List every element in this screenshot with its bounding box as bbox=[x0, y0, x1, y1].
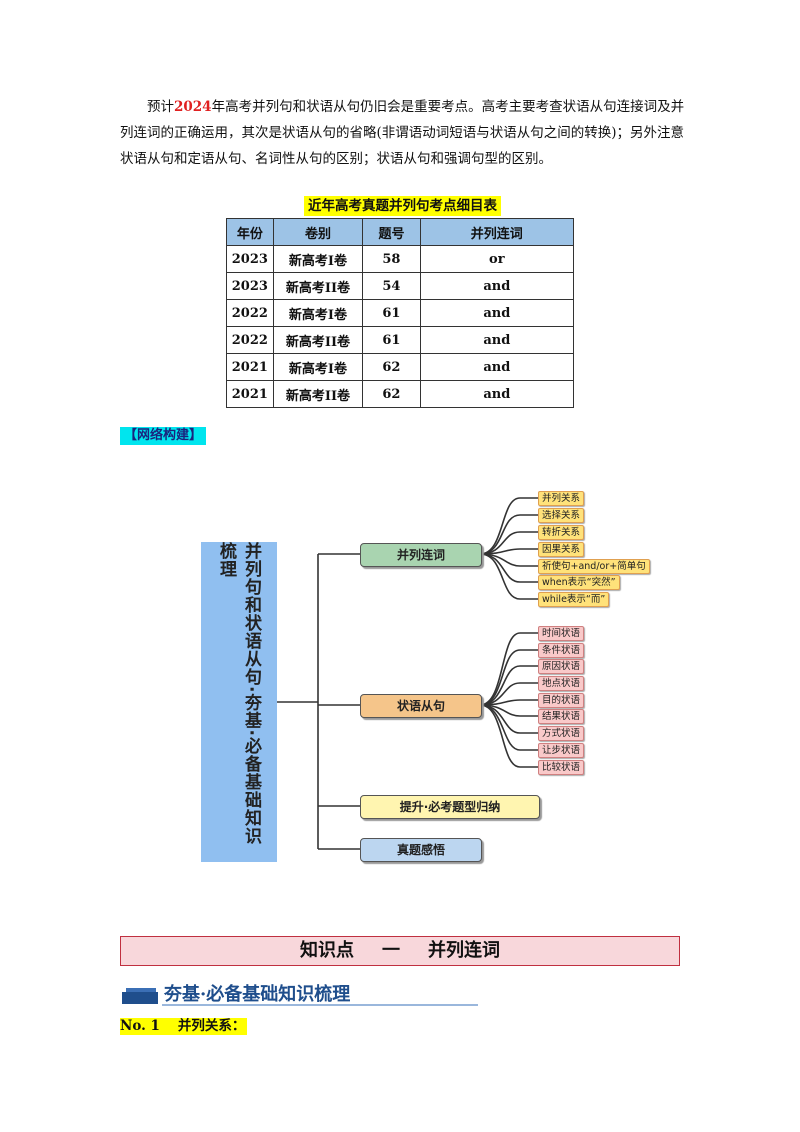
mindmap-branch-adverbial: 状语从句 bbox=[360, 694, 482, 718]
mindmap-leaf: 原因状语 bbox=[538, 659, 585, 674]
intro-paragraph: 预计2024年高考并列句和状语从句仍旧会是重要考点。高考主要考查状语从句连接词及… bbox=[120, 94, 686, 172]
table-header-conjunction: 并列连词 bbox=[419, 218, 575, 246]
mindmap-leaf: 结果状语 bbox=[538, 709, 585, 724]
mindmap-leaf: 因果关系 bbox=[538, 542, 585, 557]
table-cell: 新高考II卷 bbox=[272, 272, 364, 300]
mindmap-branch-exam-types: 提升·必考题型归纳 bbox=[360, 795, 540, 819]
table-cell: and bbox=[419, 272, 575, 300]
mindmap-leaf: 时间状语 bbox=[538, 626, 585, 641]
mindmap-leaf: 转折关系 bbox=[538, 525, 585, 540]
mindmap-leaf: when表示“突然” bbox=[538, 575, 620, 590]
mindmap-leaf: 让步状语 bbox=[538, 743, 585, 758]
subheading-underline bbox=[162, 1004, 478, 1006]
mindmap-leaf: 地点状语 bbox=[538, 676, 585, 691]
mindmap-root-label: 并列句和状语从句·夯基·必备基础知识梳理 bbox=[216, 542, 261, 845]
knowledge-point-banner: 知识点 一 并列连词 bbox=[120, 936, 680, 966]
table-cell: 新高考II卷 bbox=[272, 380, 364, 408]
network-tag: 【网络构建】 bbox=[120, 427, 207, 445]
mindmap-leaf: 方式状语 bbox=[538, 726, 585, 741]
no1-text: 并列关系： bbox=[177, 1018, 246, 1034]
banner-topic: 并列连词 bbox=[428, 940, 500, 961]
no1-label: No. 1 bbox=[120, 1018, 160, 1034]
table-cell: 62 bbox=[362, 380, 421, 408]
banner-number: 一 bbox=[382, 940, 400, 961]
table-header-row: 年份 卷别 题号 并列连词 bbox=[226, 218, 575, 246]
mindmap-leaf: 祈使句+and/or+简单句 bbox=[538, 559, 650, 574]
table-header-year: 年份 bbox=[226, 218, 274, 246]
mindmap-leaf: 并列关系 bbox=[538, 491, 585, 506]
mindmap-leaf: 目的状语 bbox=[538, 693, 585, 708]
banner-label: 知识点 bbox=[300, 940, 354, 961]
mindmap-leaf: 比较状语 bbox=[538, 760, 585, 775]
table-cell: 2022 bbox=[226, 326, 274, 354]
no1-heading: No. 1 并列关系： bbox=[120, 1018, 248, 1035]
subheading-text: 夯基·必备基础知识梳理 bbox=[164, 984, 351, 1005]
exam-table: 年份 卷别 题号 并列连词 2023 新高考I卷 58 or 2023 新高考I… bbox=[226, 218, 575, 408]
subheading-accent bbox=[126, 988, 156, 992]
table-cell: 新高考I卷 bbox=[272, 353, 364, 381]
table-row: 2023 新高考I卷 58 or bbox=[226, 245, 575, 273]
table-cell: 2023 bbox=[226, 245, 274, 273]
table-cell: 2021 bbox=[226, 380, 274, 408]
table-cell: or bbox=[419, 245, 575, 273]
table-cell: and bbox=[419, 299, 575, 327]
subheading: 夯基·必备基础知识梳理 bbox=[122, 978, 478, 1008]
table-row: 2021 新高考II卷 62 and bbox=[226, 380, 575, 408]
table-cell: 58 bbox=[362, 245, 421, 273]
intro-prefix: 预计 bbox=[147, 99, 174, 115]
table-cell: and bbox=[419, 380, 575, 408]
table-cell: and bbox=[419, 353, 575, 381]
table-cell: 2021 bbox=[226, 353, 274, 381]
table-cell: 54 bbox=[362, 272, 421, 300]
mindmap-leaf: 选择关系 bbox=[538, 508, 585, 523]
subheading-bar bbox=[122, 992, 158, 1004]
mindmap-branch-conjunction: 并列连词 bbox=[360, 543, 482, 567]
table-row: 2022 新高考I卷 61 and bbox=[226, 299, 575, 327]
table-row: 2023 新高考II卷 54 and bbox=[226, 272, 575, 300]
table-title: 近年高考真题并列句考点细目表 bbox=[304, 196, 501, 216]
intro-year: 2024 bbox=[174, 99, 212, 115]
mindmap-leaf: while表示“而” bbox=[538, 592, 610, 607]
mindmap-leaf: 条件状语 bbox=[538, 643, 585, 658]
mindmap-branch-real-questions: 真题感悟 bbox=[360, 838, 482, 862]
table-cell: 61 bbox=[362, 299, 421, 327]
intro-body: 年高考并列句和状语从句仍旧会是重要考点。高考主要考查状语从句连接词及并列连词的正… bbox=[120, 99, 685, 167]
mindmap-root: 并列句和状语从句·夯基·必备基础知识梳理 bbox=[201, 542, 277, 862]
